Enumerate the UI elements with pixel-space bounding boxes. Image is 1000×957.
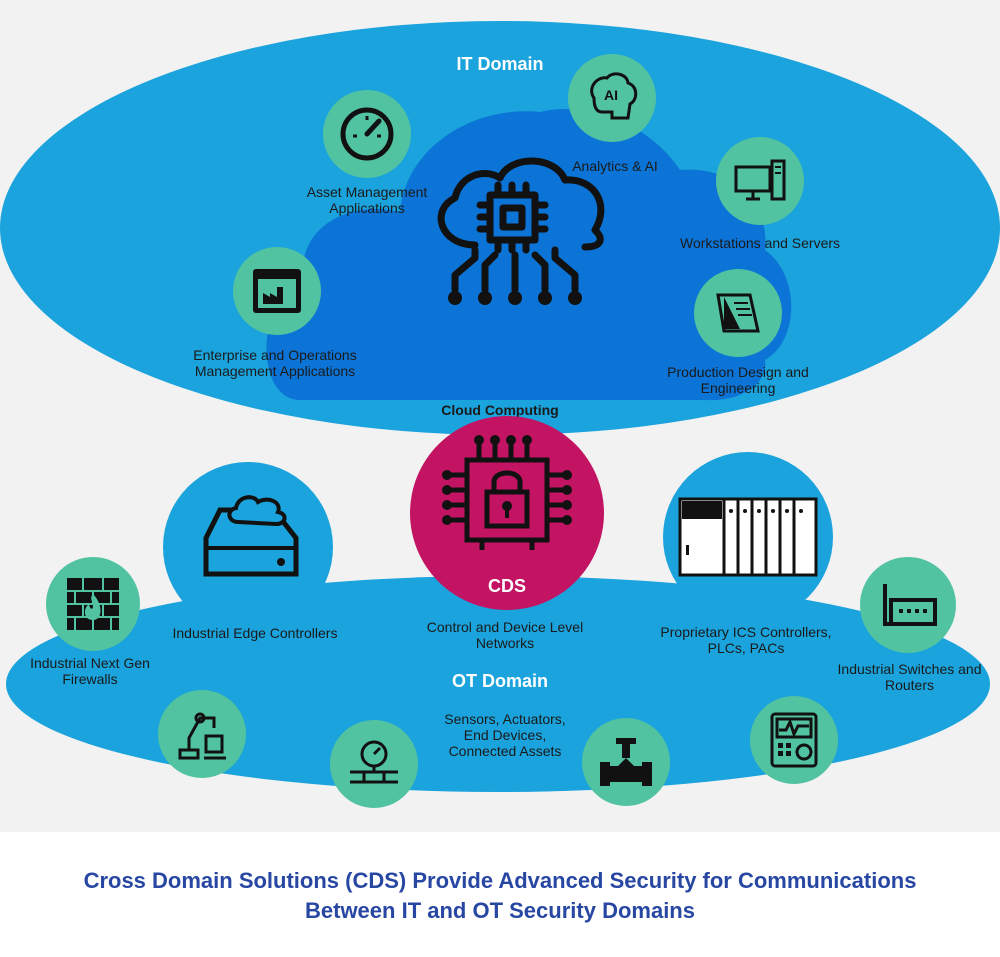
flow-meter-node: [330, 720, 418, 808]
cds-node: CDS: [410, 416, 604, 610]
diagram-canvas: IT Domain OT Domain Asset Management App…: [0, 0, 1000, 832]
router-node: [860, 557, 956, 653]
production-design-node: [694, 269, 782, 357]
router-label: Industrial Switches and Routers: [837, 661, 982, 693]
workstation-icon: [734, 159, 786, 201]
production-design-label: Production Design and Engineering: [667, 364, 809, 396]
plc-rack-icon: [678, 497, 818, 577]
enterprise-ops-label: Enterprise and Operations Management App…: [193, 347, 357, 379]
flow-meter-icon: [350, 740, 398, 784]
cloud-computing-icon: [437, 157, 605, 305]
control-network-label: Control and Device Level Networks: [426, 619, 584, 651]
caption-line-2: Between IT and OT Security Domains: [305, 898, 695, 923]
asset-management-node: [323, 90, 411, 178]
cpu-lock-icon: [442, 435, 572, 550]
cds-label: CDS: [487, 576, 526, 596]
cloud-shape: [266, 109, 792, 401]
valve-actuator-icon: [600, 738, 652, 786]
cloud-drive-icon: [203, 495, 299, 577]
ics-controllers-label: Proprietary ICS Controllers, PLCs, PACs: [660, 624, 832, 656]
enterprise-ops-node: [233, 247, 321, 335]
robot-arm-icon: [178, 712, 226, 760]
valve-actuator-node: [582, 718, 670, 806]
cloud-computing-label: Cloud Computing: [441, 402, 559, 418]
asset-management-label: Asset Management Applications: [306, 184, 428, 216]
ot-domain-title: OT Domain: [451, 671, 548, 691]
control-panel-icon: [770, 712, 818, 768]
firewall-node: [46, 557, 140, 651]
ai-brain-icon: AI: [590, 72, 638, 120]
robot-arm-node: [158, 690, 246, 778]
caption: Cross Domain Solutions (CDS) Provide Adv…: [0, 866, 1000, 926]
gauge-icon: [340, 107, 394, 161]
firewall-icon: [67, 578, 119, 630]
sensors-label: Sensors, Actuators, End Devices, Connect…: [444, 711, 566, 759]
design-tools-icon: [716, 293, 760, 333]
workstations-label: Workstations and Servers: [679, 235, 841, 251]
analytics-ai-label: Analytics & AI: [572, 158, 658, 174]
firewall-label: Industrial Next Gen Firewalls: [30, 655, 150, 687]
it-domain-title: IT Domain: [456, 54, 544, 74]
svg-text:AI: AI: [604, 87, 618, 103]
router-icon: [883, 584, 937, 626]
caption-line-1: Cross Domain Solutions (CDS) Provide Adv…: [83, 868, 917, 893]
control-panel-node: [750, 696, 838, 784]
analytics-ai-node: AI: [568, 54, 656, 142]
edge-controllers-label: Industrial Edge Controllers: [172, 625, 338, 641]
factory-window-icon: [253, 269, 301, 313]
workstations-node: [716, 137, 804, 225]
